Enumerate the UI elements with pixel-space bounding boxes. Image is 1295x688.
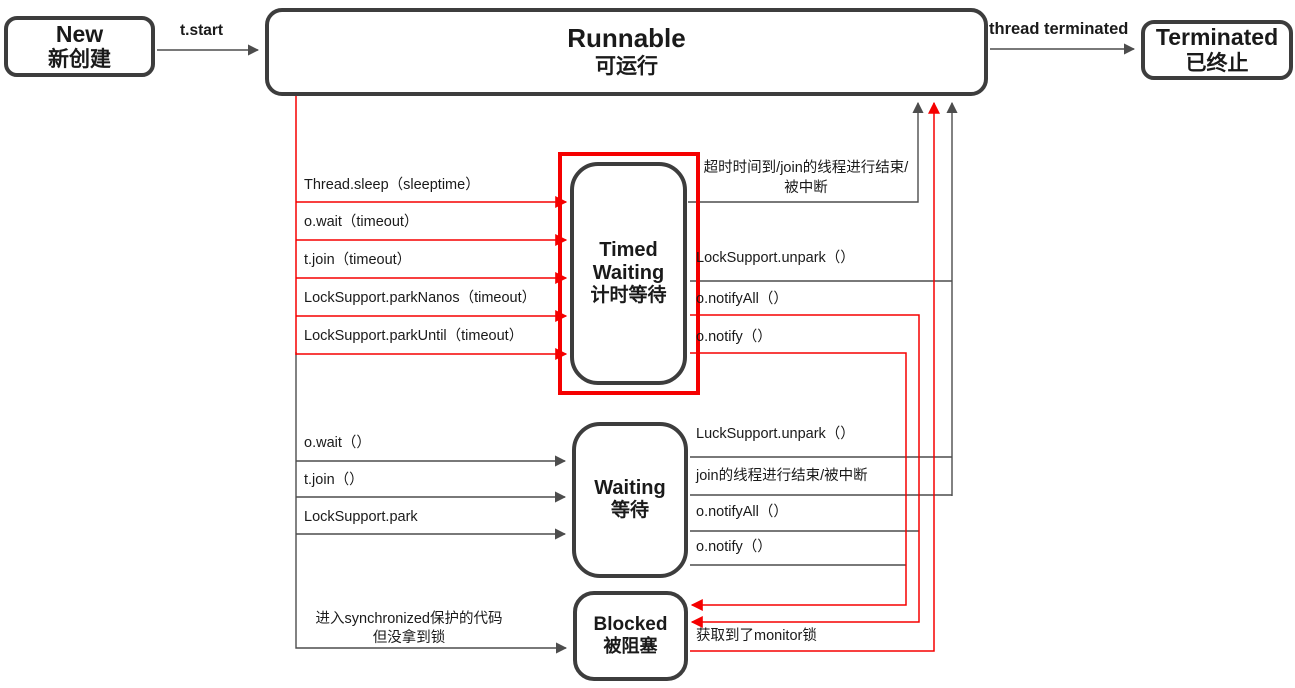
edge-label-tjoin-timeout: t.join（timeout） [304,252,412,268]
node-title: Timed Waiting [592,239,665,285]
edge-label-lucksupport-unpark: LuckSupport.unpark（） [696,426,855,442]
edge-label-parknanos: LockSupport.parkNanos（timeout） [304,290,537,306]
node-runnable: Runnable 可运行 [265,8,988,96]
node-title: New [55,20,104,47]
edge-label-t-start: t.start [180,22,224,39]
edge-label-notifyall-w: o.notifyAll（） [696,504,788,520]
edge-label-locksupport-park: LockSupport.park [304,509,418,525]
node-timed-waiting: Timed Waiting 计时等待 [570,162,687,385]
node-title: Terminated [1155,24,1279,51]
node-subtitle: 计时等待 [590,285,667,307]
node-subtitle: 等待 [610,500,649,522]
node-terminated: Terminated 已终止 [1141,20,1293,80]
node-subtitle: 可运行 [595,55,658,79]
node-subtitle: 新创建 [48,48,111,72]
node-subtitle: 被阻塞 [603,636,658,657]
edge-label-thread-sleep: Thread.sleep（sleeptime） [304,177,480,193]
edge-notify-to-blocked [690,352,907,611]
edge-label-tjoin: t.join（） [304,472,364,488]
node-blocked: Blocked 被阻塞 [573,591,688,681]
timed-waiting-highlight-box [558,152,700,395]
node-title: Waiting [594,477,666,500]
edge-label-enter-sync: 进入synchronized保护的代码 但没拿到锁 [315,611,503,646]
edge-label-parkuntil: LockSupport.parkUntil（timeout） [304,328,524,344]
edge-runnable-to-blocked [295,352,568,654]
edge-timeout-to-runnable [688,101,924,203]
edge-label-got-monitor: 获取到了monitor锁 [696,628,817,644]
edge-label-locksupport-unpark: LockSupport.unpark（） [696,250,855,266]
edge-label-owait-timeout: o.wait（timeout） [304,214,419,230]
edge-notifyall-to-blocked [690,314,920,628]
edge-label-owait: o.wait（） [304,435,371,451]
node-new: New 新创建 [4,16,155,77]
node-title: Blocked [593,614,668,636]
edge-label-timeout-done: 超时时间到/join的线程进行结束/ 被中断 [703,160,909,196]
edge-label-notifyall-tw: o.notifyAll（） [696,291,788,307]
node-waiting: Waiting 等待 [572,422,688,578]
edge-label-notify-w: o.notify（） [696,539,772,555]
edge-monitor-to-runnable [690,101,940,652]
edge-label-join-done: join的线程进行结束/被中断 [696,468,868,484]
node-title: Runnable [567,23,686,54]
edge-label-notify-tw: o.notify（） [696,329,772,345]
node-subtitle: 已终止 [1185,51,1249,75]
edge-label-thread-terminated: thread terminated [989,20,1129,38]
